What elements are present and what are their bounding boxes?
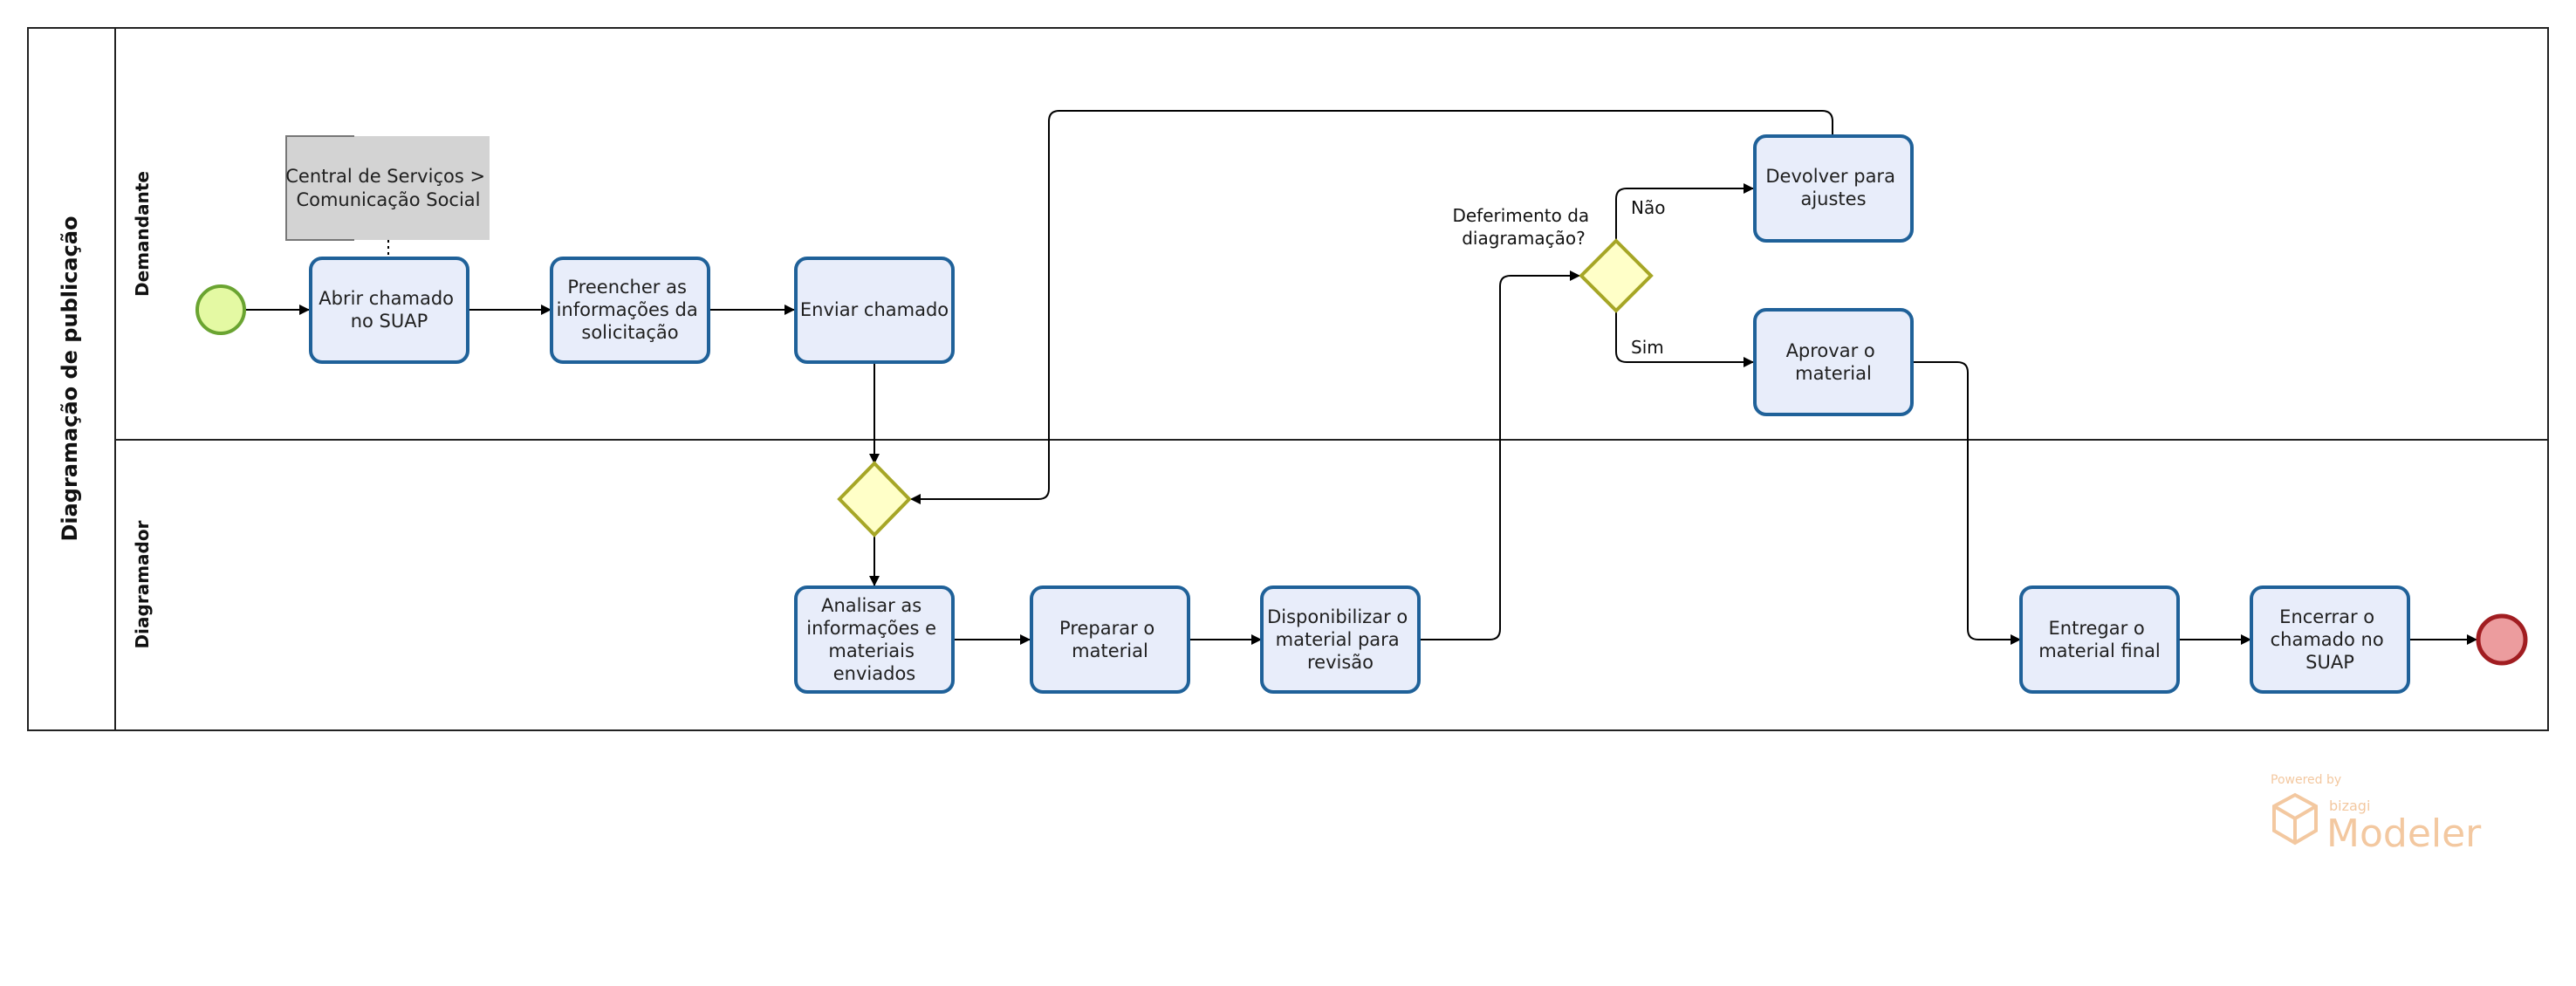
bizagi-logo-icon xyxy=(2272,792,2318,846)
pool-border xyxy=(27,27,2549,731)
svg-text:Aprovar o material: Aprovar o material xyxy=(1786,340,1881,384)
start-event[interactable] xyxy=(195,284,246,335)
task-entregar[interactable]: Entregar o material final xyxy=(2019,585,2180,694)
svg-text:Preencher as informações: Preencher as informações da solicitação xyxy=(557,277,704,343)
task-analisar-line-4: enviados xyxy=(833,663,915,684)
task-encerrar[interactable]: Encerrar o chamado no SUAP xyxy=(2250,585,2410,694)
flow-devolver-to-gateway xyxy=(910,110,1833,504)
gateway-deferimento-line-1: Deferimento da xyxy=(1452,205,1589,226)
flow-label-nao: Não xyxy=(1631,197,1665,218)
pool-title: Diagramação de publicação xyxy=(58,216,82,541)
svg-text:Enviar chamado: Enviar chamado xyxy=(800,299,949,320)
svg-text:Central de Serviços > Co: Central de Serviços > Comunicação Social xyxy=(285,166,491,210)
svg-text:Abrir chamado no SUAP: Abrir chamado no SUAP xyxy=(319,288,459,332)
task-aprovar[interactable]: Aprovar o material xyxy=(1753,308,1914,416)
annotation-central-servicos: Central de Serviços > Comunicação Social xyxy=(285,135,491,241)
task-preencher-line-3: solicitação xyxy=(581,322,678,343)
task-analisar-line-3: materiais xyxy=(828,640,915,661)
task-encerrar-line-3: SUAP xyxy=(2305,652,2354,673)
task-preparar-line-1: Preparar o xyxy=(1059,618,1154,639)
task-preparar-line-2: material xyxy=(1072,640,1148,661)
annotation-line-2: Comunicação Social xyxy=(296,189,480,210)
annotation-bracket xyxy=(285,135,354,241)
task-devolver-line-1: Devolver para xyxy=(1765,166,1895,187)
sequence-flows xyxy=(245,110,2477,645)
task-enviar-chamado[interactable]: Enviar chamado xyxy=(794,257,955,364)
task-disponibilizar[interactable]: Disponibilizar o material para revisão xyxy=(1260,585,1421,694)
svg-text:Analisar as informações: Analisar as informações e materiais envi… xyxy=(806,595,942,684)
task-disponibilizar-line-1: Disponibilizar o xyxy=(1267,606,1408,627)
task-entregar-line-1: Entregar o xyxy=(2049,618,2145,639)
svg-text:Devolver para ajustes: Devolver para ajustes xyxy=(1765,166,1901,209)
gateway-deferimento-line-2: diagramação? xyxy=(1462,228,1586,249)
flow-disponibilizar-to-deferimento xyxy=(1419,270,1580,640)
end-event[interactable] xyxy=(2476,613,2528,666)
flow-aprovar-to-entregar xyxy=(1912,361,2021,645)
task-devolver-line-2: ajustes xyxy=(1800,188,1866,209)
task-abrir-chamado-line-2: no SUAP xyxy=(351,311,428,332)
watermark-powered-by: Powered by xyxy=(2271,773,2341,787)
svg-text:Deferimento da diagramaç: Deferimento da diagramação? xyxy=(1452,205,1594,249)
task-entregar-line-2: material final xyxy=(2038,640,2161,661)
task-analisar-line-2: informações e xyxy=(806,618,936,639)
task-abrir-chamado-line-1: Abrir chamado xyxy=(319,288,454,309)
flow-label-sim: Sim xyxy=(1631,337,1664,358)
svg-text:Entregar o material fina: Entregar o material final xyxy=(2038,618,2161,661)
bizagi-watermark: Powered by bizagi Modeler xyxy=(2271,773,2482,856)
watermark-product: Modeler xyxy=(2326,811,2482,856)
task-encerrar-line-1: Encerrar o xyxy=(2279,606,2374,627)
flow-nao-to-devolver xyxy=(1615,183,1754,241)
flow-sim-to-aprovar xyxy=(1615,311,1754,367)
task-preparar[interactable]: Preparar o material xyxy=(1030,585,1190,694)
svg-text:Preparar o material: Preparar o material xyxy=(1059,618,1161,661)
task-analisar-line-1: Analisar as xyxy=(821,595,921,616)
task-encerrar-line-2: chamado no xyxy=(2271,629,2384,650)
svg-text:Disponibilizar o materia: Disponibilizar o material para revisão xyxy=(1267,606,1414,673)
task-preencher[interactable]: Preencher as informações da solicitação xyxy=(550,257,710,364)
task-preencher-line-1: Preencher as xyxy=(567,277,687,298)
gateway-merge[interactable] xyxy=(837,461,912,538)
task-analisar[interactable]: Analisar as informações e materiais envi… xyxy=(794,585,955,694)
task-aprovar-line-2: material xyxy=(1795,363,1872,384)
svg-text:Encerrar o chamado no: Encerrar o chamado no SUAP xyxy=(2271,606,2390,673)
task-preencher-line-2: informações da xyxy=(557,299,698,320)
gateway-deferimento[interactable]: Deferimento da diagramação? xyxy=(1452,205,1654,313)
task-disponibilizar-line-2: material para xyxy=(1276,629,1400,650)
task-enviar-line-1: Enviar chamado xyxy=(800,299,949,320)
task-abrir-chamado[interactable]: Abrir chamado no SUAP xyxy=(309,257,469,364)
lane-title-demandante: Demandante xyxy=(132,171,153,297)
task-aprovar-line-1: Aprovar o xyxy=(1786,340,1875,361)
task-devolver[interactable]: Devolver para ajustes xyxy=(1753,134,1914,243)
annotation-box xyxy=(286,136,490,240)
watermark-brand: bizagi xyxy=(2329,798,2370,814)
lane-title-diagramador: Diagramador xyxy=(132,520,153,648)
annotation-line-1: Central de Serviços > xyxy=(285,166,485,187)
pool: Diagramação de publicação Demandante Dia… xyxy=(27,27,2549,731)
task-disponibilizar-line-3: revisão xyxy=(1307,652,1374,673)
